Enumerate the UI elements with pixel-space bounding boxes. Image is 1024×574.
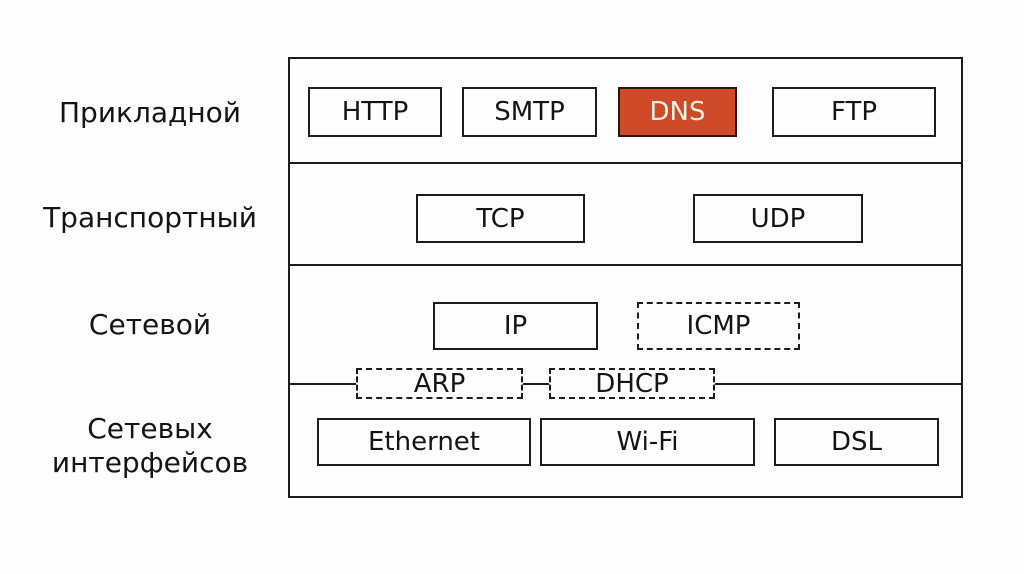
stack-outline: HTTP SMTP DNS FTP TCP UDP IP ICMP ARP DH… <box>288 57 963 498</box>
protocol-box-icmp: ICMP <box>637 302 800 350</box>
protocol-box-http: HTTP <box>308 87 442 137</box>
protocol-box-arp: ARP <box>356 368 523 399</box>
protocol-box-tcp: TCP <box>416 194 585 243</box>
protocol-box-dns-highlighted: DNS <box>618 87 737 137</box>
protocol-box-dsl: DSL <box>774 418 939 466</box>
layer-label-network-interfaces: Сетевых интерфейсов <box>51 412 249 479</box>
layer-label-application: Прикладной <box>59 96 241 129</box>
protocol-box-ethernet: Ethernet <box>317 418 531 466</box>
layer-label-transport: Транспортный <box>43 201 257 234</box>
layer-divider-application-transport <box>290 162 961 164</box>
layer-divider-transport-network <box>290 264 961 266</box>
protocol-box-udp: UDP <box>693 194 863 243</box>
layer-label-network: Сетевой <box>88 308 212 341</box>
protocol-box-dhcp: DHCP <box>549 368 715 399</box>
protocol-box-smtp: SMTP <box>462 87 597 137</box>
protocol-box-ip: IP <box>433 302 598 350</box>
protocol-box-ftp: FTP <box>772 87 936 137</box>
protocol-box-wifi: Wi-Fi <box>540 418 755 466</box>
